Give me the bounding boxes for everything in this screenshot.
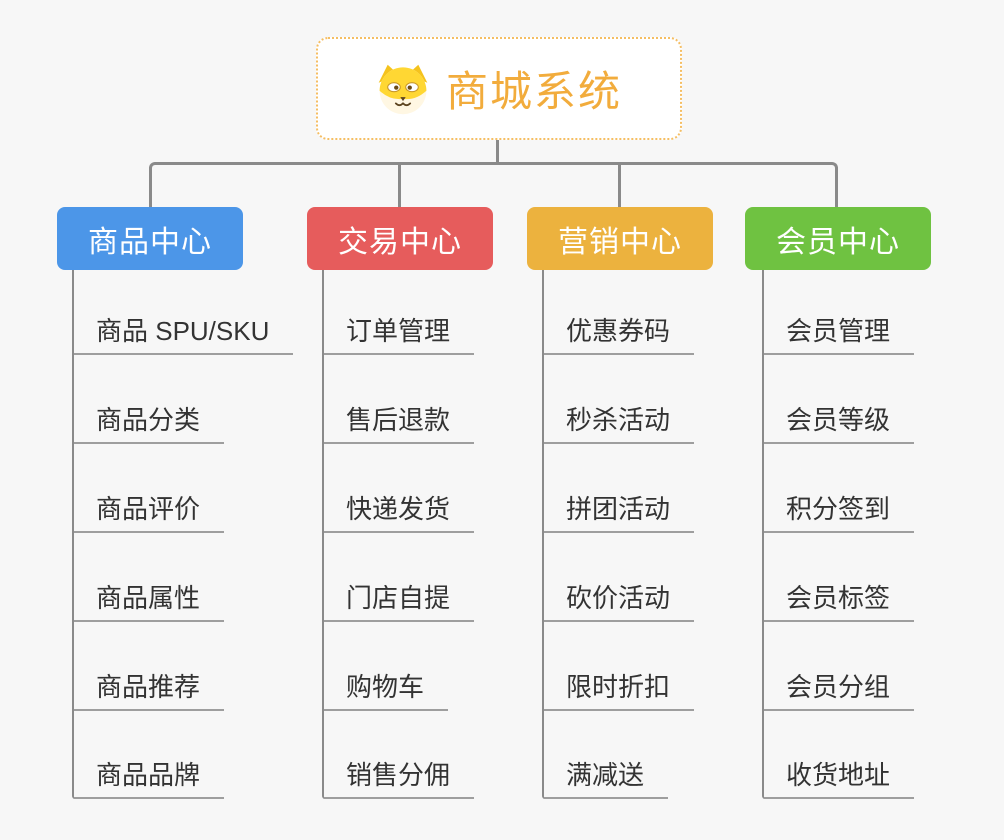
leaf-label: 商品分类 bbox=[96, 405, 201, 436]
leaf-label: 拼团活动 bbox=[566, 494, 671, 525]
branch-label: 商品中心 bbox=[88, 225, 212, 259]
leaf-label: 销售分佣 bbox=[346, 760, 451, 791]
leaf-item[interactable]: 快递发货 bbox=[324, 444, 475, 533]
leaf-label: 会员分组 bbox=[786, 672, 891, 703]
leaf-label: 会员等级 bbox=[786, 405, 891, 436]
connector-branch-rail bbox=[149, 162, 838, 207]
leaf-item[interactable]: 门店自提 bbox=[324, 533, 475, 622]
leaf-item[interactable]: 收货地址 bbox=[764, 711, 915, 799]
leaf-item[interactable]: 商品评价 bbox=[74, 444, 225, 533]
leaf-item[interactable]: 积分签到 bbox=[764, 444, 915, 533]
branch-label: 交易中心 bbox=[338, 225, 462, 259]
leaf-item[interactable]: 会员等级 bbox=[764, 355, 915, 444]
leaf-label: 会员管理 bbox=[786, 316, 891, 347]
leaf-column-product: 商品 SPU/SKU 商品分类 商品评价 商品属性 商品推荐 商品品牌 bbox=[72, 270, 294, 799]
leaf-label: 商品品牌 bbox=[96, 760, 201, 791]
leaf-label: 商品评价 bbox=[96, 494, 201, 525]
leaf-item[interactable]: 商品推荐 bbox=[74, 622, 225, 711]
leaf-label: 订单管理 bbox=[346, 316, 451, 347]
leaf-item[interactable]: 订单管理 bbox=[324, 270, 475, 355]
branch-label: 会员中心 bbox=[776, 225, 900, 259]
leaf-item[interactable]: 会员分组 bbox=[764, 622, 915, 711]
leaf-label: 商品 SPU/SKU bbox=[96, 316, 270, 347]
leaf-item[interactable]: 会员标签 bbox=[764, 533, 915, 622]
leaf-item[interactable]: 商品 SPU/SKU bbox=[74, 270, 294, 355]
leaf-label: 售后退款 bbox=[346, 405, 451, 436]
connector-root-stub bbox=[496, 140, 499, 164]
branch-node-member-center[interactable]: 会员中心 bbox=[745, 207, 931, 270]
leaf-label: 商品属性 bbox=[96, 583, 201, 614]
leaf-label: 购物车 bbox=[346, 672, 425, 703]
leaf-item[interactable]: 秒杀活动 bbox=[544, 355, 695, 444]
root-node-mall-system[interactable]: 商城系统 bbox=[316, 37, 682, 140]
branch-node-trade-center[interactable]: 交易中心 bbox=[307, 207, 493, 270]
leaf-item[interactable]: 商品分类 bbox=[74, 355, 225, 444]
branch-node-product-center[interactable]: 商品中心 bbox=[57, 207, 243, 270]
leaf-column-marketing: 优惠券码 秒杀活动 拼团活动 砍价活动 限时折扣 满减送 bbox=[542, 270, 695, 799]
leaf-label: 满减送 bbox=[566, 760, 645, 791]
leaf-item[interactable]: 会员管理 bbox=[764, 270, 915, 355]
leaf-label: 砍价活动 bbox=[566, 583, 671, 614]
leaf-item[interactable]: 满减送 bbox=[544, 711, 669, 799]
leaf-item[interactable]: 限时折扣 bbox=[544, 622, 695, 711]
leaf-column-member: 会员管理 会员等级 积分签到 会员标签 会员分组 收货地址 bbox=[762, 270, 915, 799]
leaf-label: 优惠券码 bbox=[566, 316, 671, 347]
root-title: 商城系统 bbox=[445, 68, 622, 115]
connector-drop-marketing bbox=[618, 164, 621, 207]
leaf-item[interactable]: 售后退款 bbox=[324, 355, 475, 444]
leaf-label: 限时折扣 bbox=[566, 672, 671, 703]
leaf-label: 商品推荐 bbox=[96, 672, 201, 703]
leaf-label: 收货地址 bbox=[786, 760, 891, 791]
leaf-item[interactable]: 商品品牌 bbox=[74, 711, 225, 799]
leaf-item[interactable]: 销售分佣 bbox=[324, 711, 475, 799]
leaf-column-trade: 订单管理 售后退款 快递发货 门店自提 购物车 销售分佣 bbox=[322, 270, 475, 799]
leaf-item[interactable]: 优惠券码 bbox=[544, 270, 695, 355]
branch-label: 营销中心 bbox=[558, 225, 682, 259]
branch-node-marketing-center[interactable]: 营销中心 bbox=[527, 207, 713, 270]
connector-drop-trade bbox=[398, 164, 401, 207]
leaf-label: 快递发货 bbox=[346, 494, 451, 525]
leaf-item[interactable]: 砍价活动 bbox=[544, 533, 695, 622]
leaf-label: 秒杀活动 bbox=[566, 405, 671, 436]
leaf-item[interactable]: 购物车 bbox=[324, 622, 449, 711]
leaf-label: 会员标签 bbox=[786, 583, 891, 614]
dog-face-icon bbox=[378, 64, 428, 114]
leaf-item[interactable]: 拼团活动 bbox=[544, 444, 695, 533]
leaf-label: 积分签到 bbox=[786, 494, 891, 525]
leaf-label: 门店自提 bbox=[346, 583, 451, 614]
leaf-item[interactable]: 商品属性 bbox=[74, 533, 225, 622]
